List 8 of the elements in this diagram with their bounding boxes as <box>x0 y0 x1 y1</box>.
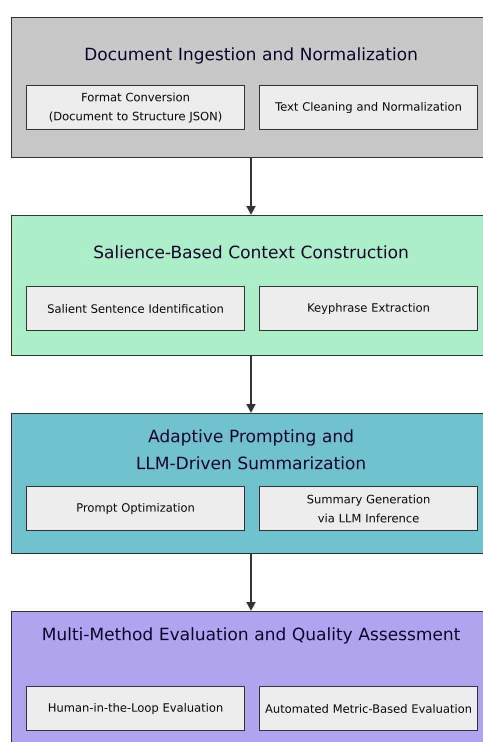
step-box: Automated Metric-Based Evaluation <box>259 686 478 731</box>
step-box: Text Cleaning and Normalization <box>259 85 478 130</box>
step-box: Human-in-the-Loop Evaluation <box>26 686 245 731</box>
step-box: Prompt Optimization <box>26 486 245 531</box>
step-box: Salient Sentence Identification <box>26 286 245 331</box>
step-box: Keyphrase Extraction <box>259 286 478 331</box>
step-box: Summary Generation via LLM Inference <box>259 486 478 531</box>
step-box: Format Conversion (Document to Structure JSON) <box>26 85 245 130</box>
